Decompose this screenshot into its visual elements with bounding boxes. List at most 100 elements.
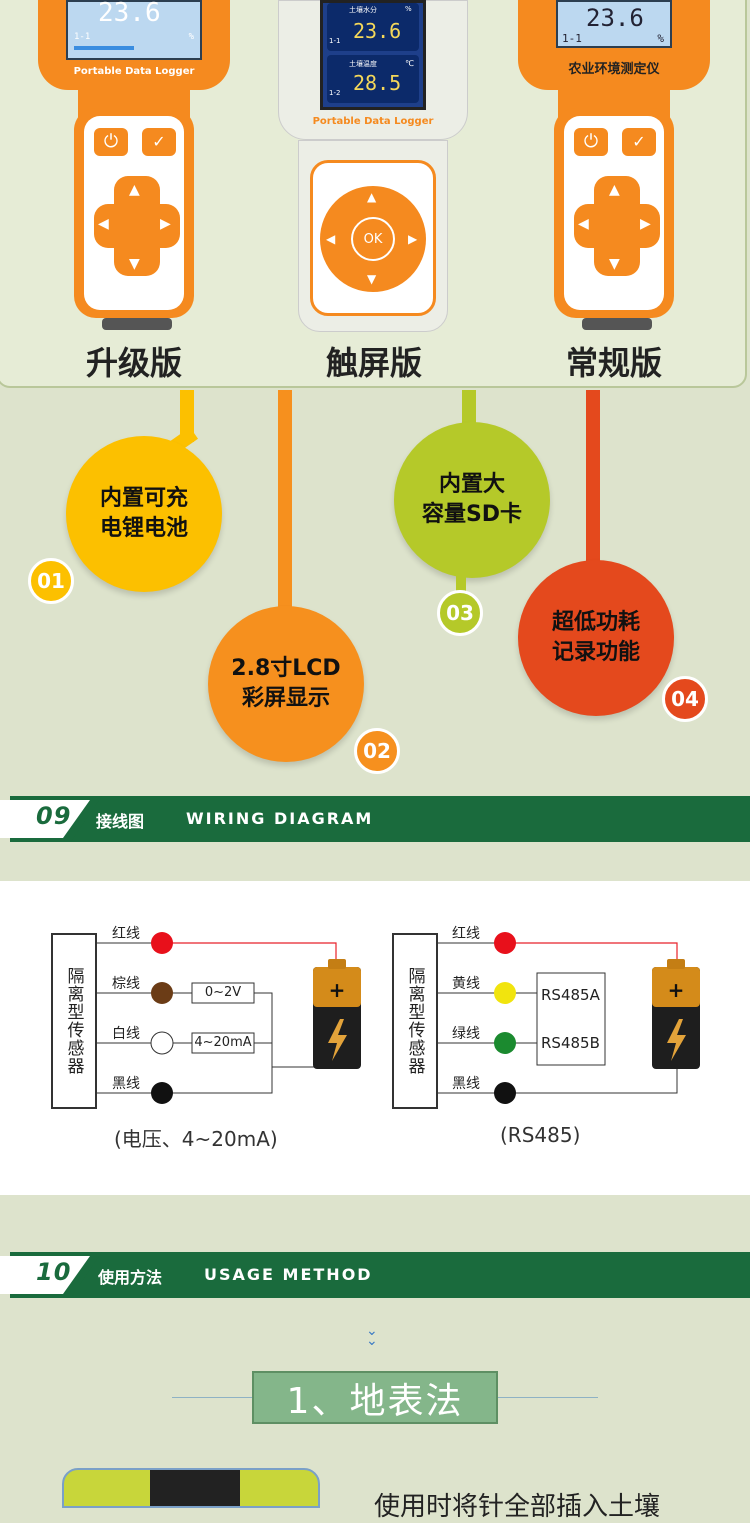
feature-03-bubble: 内置大 容量SD卡 [394,422,550,578]
left-wiring-lines: + [97,932,361,1104]
device-touch-screen: 土壤水分 % 23.6 1-1 土壤温度 ℃ 28.5 1-2 [320,0,426,110]
right-wiring-lines: + [438,932,700,1104]
dpad-right-icon[interactable]: ▶ [408,232,418,246]
dpad-left-icon[interactable]: ◀ [98,216,109,232]
device-upgrade-screen: 23.6 1-1 % [66,0,202,60]
dpad[interactable]: ▲ ▼ ◀ ▶ [574,176,660,276]
section-number-10: 10 [36,1258,72,1286]
row2-id: 1-2 [329,89,341,97]
right-caption: (RS485) [500,1123,581,1147]
device-upgrade: 23.6 1-1 % Portable Data Logger ⏻ ✓ ▲ ▼ … [38,0,230,330]
feature-03-line1: 内置大 [438,472,505,497]
left-red-terminal [151,932,173,954]
feature-02-number: 02 [354,728,400,774]
ok-button[interactable]: OK [351,217,395,261]
left-voltage-box: 0~2V [204,985,242,1000]
title-rule-right [498,1397,598,1398]
confirm-button[interactable]: ✓ [622,128,656,156]
right-sensor-box: 隔离型传感器 [392,933,438,1109]
scroll-down-icon: ⌄⌄ [366,1323,378,1349]
dpad-right-icon[interactable]: ▶ [640,216,651,232]
row1-value: 23.6 [353,19,402,43]
feature-02-bubble: 2.8寸LCD 彩屏显示 [208,606,364,762]
row2-unit: ℃ [405,59,414,68]
right-wire-red-label: 红线 [452,926,480,942]
dpad[interactable]: ▲ ▼ ◀ ▶ [94,176,180,276]
variant-label-touch: 触屏版 [325,344,422,382]
left-white-terminal [150,1031,174,1055]
right-black-terminal [494,1082,516,1104]
dpad-down-icon[interactable]: ▼ [129,256,140,272]
ok-dpad[interactable]: ▲ ▼ ◀ ▶ OK [320,186,426,292]
dpad-left-icon[interactable]: ◀ [578,216,589,232]
device-standard-screen: 23.6 1-1 % [556,0,672,48]
device-touch: 土壤水分 % 23.6 1-1 土壤温度 ℃ 28.5 1-2 Portable… [278,0,468,332]
section-title-zh-wiring: 接线图 [96,812,145,831]
power-button[interactable]: ⏻ [94,128,128,156]
right-wire-yellow-label: 黄线 [452,976,480,992]
dpad-up-icon[interactable]: ▲ [129,182,140,198]
device-standard-row: 1-1 [562,32,582,45]
dpad-down-icon[interactable]: ▼ [609,256,620,272]
left-wire-black-label: 黑线 [112,1076,140,1092]
feature-04-number: 04 [662,676,708,722]
right-rs485a-label: RS485A [541,986,600,1004]
right-rs485b-label: RS485B [541,1034,600,1052]
left-battery-icon: + [313,959,361,1069]
dpad-up-icon[interactable]: ▲ [367,190,377,204]
dpad-left-icon[interactable]: ◀ [326,232,336,246]
device-standard: 23.6 1-1 % 农业环境测定仪 ⏻ ✓ ▲ ▼ ◀ ▶ [518,0,710,330]
section-title-en-usage: USAGE METHOD [204,1265,373,1284]
feature-01-line1: 内置可充 [99,486,188,511]
right-battery-icon: + [652,959,700,1069]
section-number-09: 09 [36,802,72,830]
device-standard-unit: % [657,32,664,45]
feature-01-line2: 电锂电池 [99,516,188,541]
usage-instruction: 使用时将针全部插入土壤 [374,1492,661,1522]
left-wire-white-label: 白线 [112,1026,140,1042]
dpad-up-icon[interactable]: ▲ [609,182,620,198]
device-standard-brand: 农业环境测定仪 [568,62,660,77]
confirm-button[interactable]: ✓ [142,128,176,156]
right-wire-black-label: 黑线 [452,1076,480,1092]
feature-01-number: 01 [28,558,74,604]
variant-label-standard: 常规版 [565,344,662,382]
left-wire-red-label: 红线 [112,926,140,942]
device-touch-brand: Portable Data Logger [312,116,434,127]
section-title-zh-usage: 使用方法 [98,1268,163,1287]
dpad-right-icon[interactable]: ▶ [160,216,171,232]
device-upgrade-reading: 23.6 [98,0,161,28]
device-upgrade-row: 1-1 [74,32,91,42]
left-caption: (电压、4~20mA) [114,1127,278,1151]
svg-text:+: + [668,978,685,1002]
svg-text:+: + [329,978,346,1002]
section-header-usage: 10 使用方法 USAGE METHOD [0,1252,750,1298]
feature-03-number: 03 [437,590,483,636]
variant-label-upgrade: 升级版 [85,344,182,382]
feature-01-bubble: 内置可充 电锂电池 [66,436,222,592]
right-red-terminal [494,932,516,954]
row1-label: 土壤水分 [349,6,377,14]
left-brown-terminal [151,982,173,1004]
usage-photo [62,1468,320,1508]
device-upgrade-unit: % [188,32,194,42]
wiring-panel: 隔离型传感器 红线 棕线 白线 黑线 + 0~2V 4~20 [0,881,750,1195]
right-green-terminal [494,1032,516,1054]
row2-value: 28.5 [353,71,402,95]
power-button[interactable]: ⏻ [574,128,608,156]
row1-unit: % [405,5,412,13]
device-standard-reading: 23.6 [586,4,644,32]
feature-04-line2: 记录功能 [551,640,640,665]
dpad-down-icon[interactable]: ▼ [367,272,377,286]
row1-id: 1-1 [329,37,341,45]
row2-label: 土壤温度 [349,60,377,68]
right-yellow-terminal [494,982,516,1004]
right-wire-green-label: 绿线 [452,1026,480,1042]
feature-02-line1: 2.8寸LCD [231,656,341,681]
section-header-wiring: 09 接线图 WIRING DIAGRAM [0,796,750,842]
feature-03-line2: 容量SD卡 [421,502,523,527]
title-rule-left [172,1397,252,1398]
left-sensor-box: 隔离型传感器 [51,933,97,1109]
device-upgrade-brand: Portable Data Logger [73,66,195,77]
left-black-terminal [151,1082,173,1104]
